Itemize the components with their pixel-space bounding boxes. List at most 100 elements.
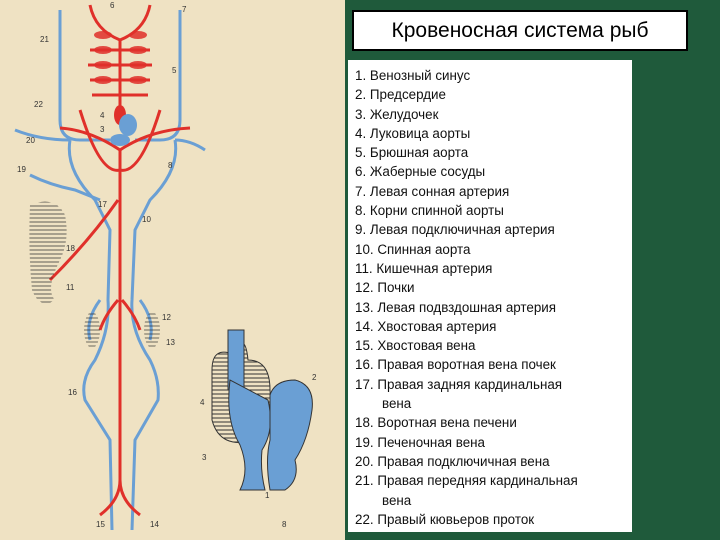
svg-text:1: 1 bbox=[265, 491, 270, 500]
legend-item-text: Хвостовая вена bbox=[377, 338, 476, 354]
legend-item-number: 19. bbox=[355, 434, 374, 450]
legend-item: 13. Левая подвздошная артерия bbox=[355, 298, 630, 317]
svg-text:21: 21 bbox=[40, 35, 49, 44]
legend-item: 2. Предсердие bbox=[355, 85, 630, 104]
page-title: Кровеносная система рыб bbox=[352, 10, 688, 51]
legend-item-text: Левая подключичная артерия bbox=[369, 222, 555, 238]
legend-item-number: 12. bbox=[355, 280, 374, 296]
svg-text:8: 8 bbox=[282, 520, 287, 529]
legend-item-continuation-text: вена bbox=[382, 396, 412, 412]
legend-item-text: Брюшная аорта bbox=[369, 145, 469, 161]
heart-small bbox=[110, 105, 137, 146]
svg-text:6: 6 bbox=[110, 1, 115, 10]
legend-item-text: Правая задняя кардинальная bbox=[377, 376, 563, 392]
legend-item-continuation: вена bbox=[355, 491, 630, 510]
legend-item: 4. Луковица аорты bbox=[355, 124, 630, 143]
legend-item-number: 11. bbox=[355, 260, 373, 276]
legend-item: 17. Правая задняя кардинальная bbox=[355, 375, 630, 394]
legend-item-number: 14. bbox=[355, 318, 374, 334]
legend-item: 12. Почки bbox=[355, 278, 630, 297]
legend-item-number: 20. bbox=[355, 453, 374, 469]
legend-item-text: Венозный синус bbox=[369, 68, 471, 83]
legend-item: 3. Желудочек bbox=[355, 105, 630, 124]
legend-item: 19. Печеночная вена bbox=[355, 433, 630, 452]
diagram-labels: 6 7 21 5 4 3 22 20 8 19 17 10 18 11 12 1… bbox=[17, 1, 317, 529]
legend-item-number: 16. bbox=[355, 357, 374, 373]
svg-text:19: 19 bbox=[17, 165, 26, 174]
legend-item-number: 10. bbox=[355, 241, 374, 257]
legend-item-number: 17. bbox=[355, 376, 374, 392]
legend-item-number: 2. bbox=[355, 87, 367, 103]
legend-item: 1. Венозный синус bbox=[355, 66, 630, 85]
legend-item: 5. Брюшная аорта bbox=[355, 143, 630, 162]
svg-text:14: 14 bbox=[150, 520, 159, 529]
svg-text:18: 18 bbox=[66, 244, 75, 253]
legend-item-number: 6. bbox=[355, 164, 367, 180]
legend-item-number: 9. bbox=[355, 222, 367, 238]
svg-text:12: 12 bbox=[162, 313, 171, 322]
legend-item: 9. Левая подключичная артерия bbox=[355, 220, 630, 239]
legend-item-number: 22. bbox=[355, 511, 374, 527]
svg-text:3: 3 bbox=[100, 125, 105, 134]
legend-item-text: Предсердие bbox=[369, 87, 446, 103]
svg-text:16: 16 bbox=[68, 388, 77, 397]
legend-item-text: Правая воротная вена почек bbox=[377, 357, 556, 373]
legend-item: 16. Правая воротная вена почек bbox=[355, 355, 630, 374]
legend-item-number: 1. bbox=[355, 68, 367, 83]
svg-text:8: 8 bbox=[168, 161, 173, 170]
legend-item-text: Правый кювьеров проток bbox=[377, 511, 535, 527]
legend-item-text: Правая подключичная вена bbox=[377, 453, 550, 469]
legend-item-text: Хвостовая артерия bbox=[377, 318, 497, 334]
kidneys bbox=[84, 312, 160, 348]
legend-item-text: Воротная вена печени bbox=[377, 415, 517, 431]
gill-vessels bbox=[94, 31, 147, 84]
svg-text:4: 4 bbox=[100, 111, 105, 120]
legend-item-text: Жаберные сосуды bbox=[369, 164, 486, 180]
legend-item-continuation-text: вена bbox=[382, 492, 412, 508]
legend-item-text: Правая передняя кардинальная bbox=[377, 473, 578, 489]
legend-item: 11. Кишечная артерия bbox=[355, 259, 630, 278]
svg-text:15: 15 bbox=[96, 520, 105, 529]
legend-item-text: Спинная аорта bbox=[377, 241, 471, 257]
vein-network bbox=[14, 10, 206, 531]
legend-item-number: 4. bbox=[355, 125, 367, 141]
legend-item-number: 8. bbox=[355, 203, 367, 219]
legend-item: 6. Жаберные сосуды bbox=[355, 162, 630, 181]
circulatory-diagram-svg: 6 7 21 5 4 3 22 20 8 19 17 10 18 11 12 1… bbox=[14, 1, 317, 531]
svg-text:20: 20 bbox=[26, 136, 35, 145]
legend-item-number: 13. bbox=[355, 299, 374, 315]
svg-text:10: 10 bbox=[142, 215, 151, 224]
legend-item-number: 3. bbox=[355, 106, 367, 122]
legend-item-text: Луковица аорты bbox=[369, 125, 471, 141]
legend-item: 18. Воротная вена печени bbox=[355, 413, 630, 432]
circulatory-diagram: 6 7 21 5 4 3 22 20 8 19 17 10 18 11 12 1… bbox=[0, 0, 345, 540]
svg-text:13: 13 bbox=[166, 338, 175, 347]
svg-text:7: 7 bbox=[182, 5, 187, 14]
legend-item: 20. Правая подключичная вена bbox=[355, 452, 630, 471]
legend-item: 10. Спинная аорта bbox=[355, 240, 630, 259]
legend-item-text: Левая подвздошная артерия bbox=[377, 299, 557, 315]
heart-inset bbox=[211, 329, 313, 491]
legend-item-continuation: вена bbox=[355, 394, 630, 413]
artery-network bbox=[48, 4, 191, 517]
legend-item: 22. Правый кювьеров проток bbox=[355, 510, 630, 529]
legend-item-number: 18. bbox=[355, 415, 374, 431]
legend-item-text: Корни спинной аорты bbox=[369, 203, 504, 219]
legend-item-text: Кишечная артерия bbox=[376, 260, 493, 276]
svg-text:5: 5 bbox=[172, 66, 177, 75]
legend-item-text: Печеночная вена bbox=[377, 434, 486, 450]
svg-text:3: 3 bbox=[202, 453, 207, 462]
legend-item-number: 21. bbox=[355, 473, 374, 489]
legend-item-number: 5. bbox=[355, 145, 367, 161]
svg-text:4: 4 bbox=[200, 398, 205, 407]
legend-item-number: 7. bbox=[355, 183, 367, 199]
svg-text:17: 17 bbox=[98, 200, 107, 209]
svg-text:22: 22 bbox=[34, 100, 43, 109]
svg-text:11: 11 bbox=[66, 283, 75, 292]
legend-item: 8. Корни спинной аорты bbox=[355, 201, 630, 220]
legend-item-text: Желудочек bbox=[369, 106, 439, 122]
legend-item: 21. Правая передняя кардинальная bbox=[355, 471, 630, 490]
legend-item-number: 15. bbox=[355, 338, 374, 354]
